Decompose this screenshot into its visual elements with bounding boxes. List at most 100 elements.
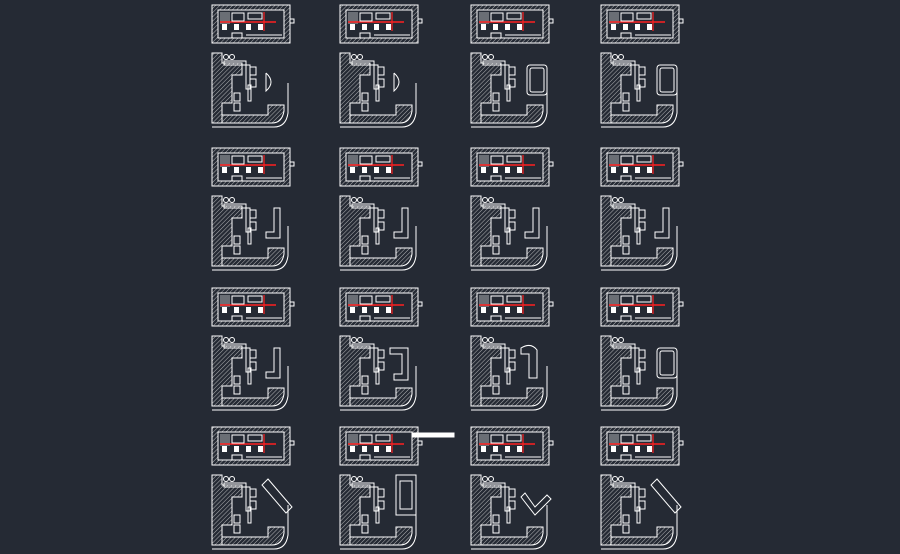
stool [488, 54, 494, 60]
appliance [220, 155, 230, 167]
cabinet-handle [222, 24, 227, 30]
wall-hatch [211, 335, 243, 407]
appliance [479, 155, 489, 167]
cabinet-handle [493, 307, 498, 313]
counter [375, 84, 380, 102]
cabinet-handle [350, 24, 355, 30]
wall-hatch [350, 526, 413, 546]
chair [622, 245, 630, 255]
chair [622, 375, 630, 385]
cabinet [636, 155, 652, 163]
counter [351, 482, 375, 488]
counter [506, 84, 511, 102]
counter [482, 60, 506, 66]
cabinet [375, 295, 391, 303]
cabinet-handle [222, 167, 227, 173]
wall-hatch [222, 104, 285, 124]
chair [638, 78, 646, 88]
cabinet-handle [234, 167, 239, 173]
cabinet [490, 12, 504, 22]
counter [636, 227, 641, 245]
appliance [609, 295, 619, 307]
island [265, 72, 272, 93]
stool [482, 54, 488, 60]
cabinet-handle [481, 24, 486, 30]
wall-hatch [339, 195, 371, 267]
drawer [620, 454, 632, 461]
kitchen-layout-cell [339, 287, 423, 411]
cabinet [636, 295, 652, 303]
wall-hatch [211, 474, 243, 546]
stool [618, 476, 624, 482]
cabinet-handle [234, 446, 239, 452]
cabinet [506, 155, 522, 163]
cabinet [359, 155, 373, 165]
chair [233, 92, 241, 102]
wall-hatch [611, 247, 674, 267]
stool [357, 54, 363, 60]
cabinet [231, 295, 245, 305]
chair [233, 235, 241, 245]
cabinet-handle [374, 446, 379, 452]
cabinet [490, 434, 504, 444]
counter [351, 60, 375, 66]
drawer [620, 32, 632, 39]
cabinet-handle [258, 307, 263, 313]
stool [612, 476, 618, 482]
counter [223, 203, 247, 209]
stool [612, 197, 618, 203]
cabinet-handle [374, 307, 379, 313]
cabinet-handle [611, 167, 616, 173]
wall-hatch [222, 247, 285, 267]
appliance [479, 295, 489, 307]
appliance [220, 12, 230, 24]
outer-wall [601, 505, 678, 550]
kitchen-layout-cell [211, 426, 295, 550]
island [656, 64, 678, 96]
dimension-bar [411, 432, 455, 438]
chair [377, 361, 385, 371]
wall-stub [548, 161, 554, 167]
counter [247, 227, 252, 245]
stool [612, 337, 618, 343]
kitchen-layout-cell [600, 147, 684, 271]
chair [233, 102, 241, 112]
chair [233, 375, 241, 385]
island [520, 492, 552, 516]
kitchen-layout-cell [470, 287, 554, 411]
chair [233, 514, 241, 524]
island [265, 347, 281, 379]
cabinet [231, 155, 245, 165]
stool [223, 337, 229, 343]
stool [488, 197, 494, 203]
chair [361, 92, 369, 102]
chair [377, 488, 385, 498]
stool [618, 197, 624, 203]
stool [488, 337, 494, 343]
wall-hatch [600, 474, 632, 546]
chair [249, 221, 257, 231]
appliance [348, 12, 358, 24]
outer-wall [212, 366, 289, 411]
chair [249, 66, 257, 76]
counter [247, 84, 252, 102]
cabinet-handle [635, 24, 640, 30]
island-inner [399, 480, 413, 510]
drawer [620, 315, 632, 322]
stool [223, 54, 229, 60]
cabinet-handle [635, 167, 640, 173]
cabinet-handle [481, 167, 486, 173]
island [526, 64, 548, 96]
island [524, 207, 540, 239]
drawer [490, 315, 502, 322]
cabinet-handle [222, 307, 227, 313]
chair [361, 102, 369, 112]
stool [351, 337, 357, 343]
wall-stub [417, 301, 423, 307]
chair [638, 361, 646, 371]
cabinet [620, 434, 634, 444]
wall-hatch [481, 104, 544, 124]
outer-wall [340, 366, 417, 411]
stool [351, 197, 357, 203]
